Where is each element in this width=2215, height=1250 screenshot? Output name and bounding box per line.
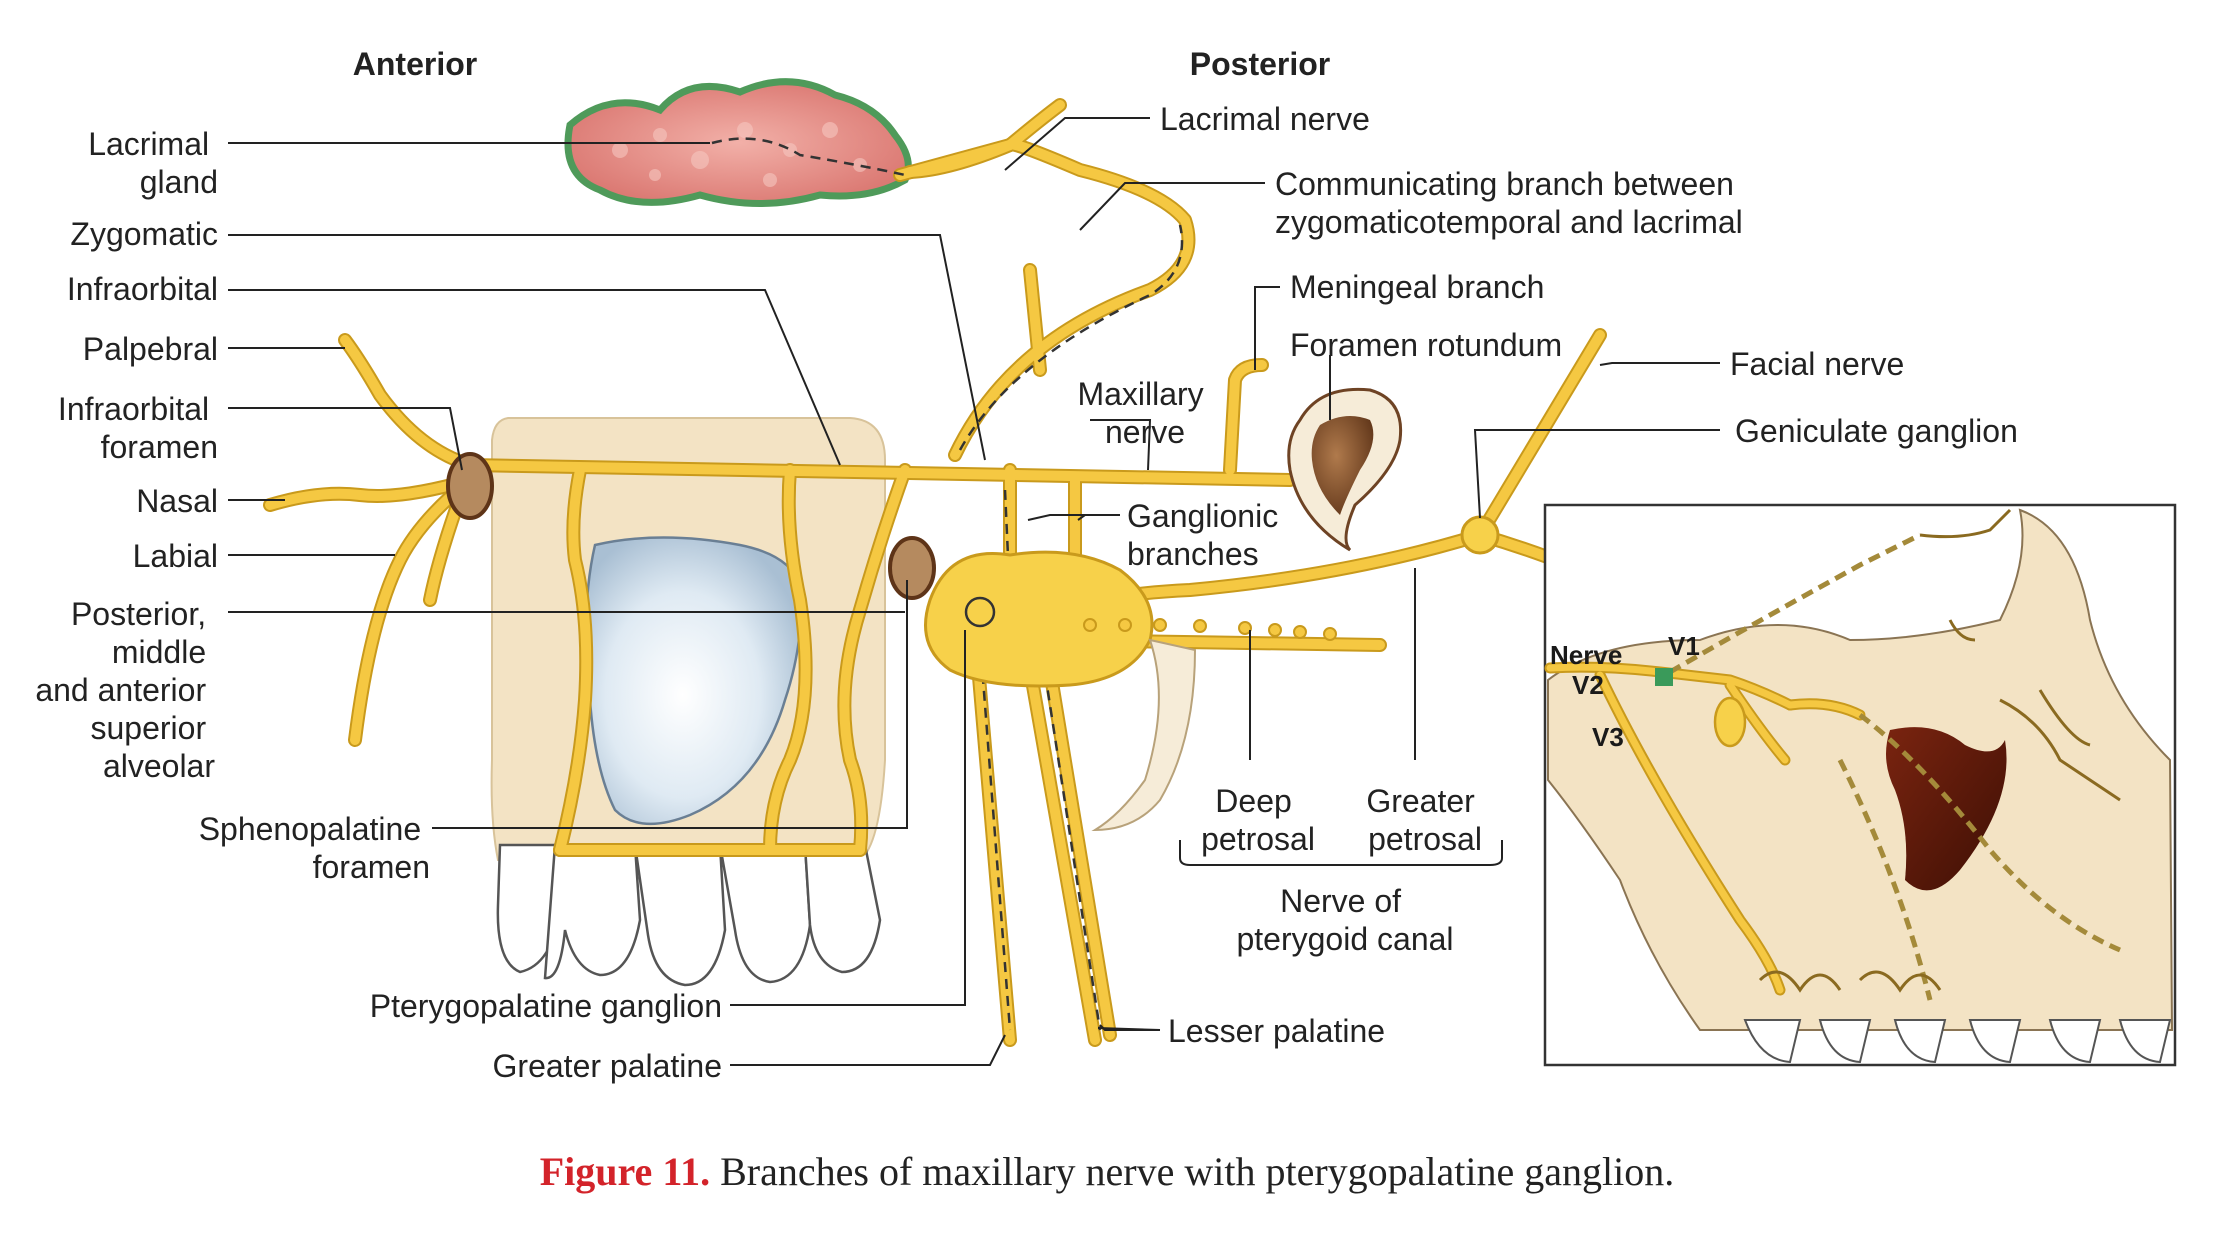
label-infraorbital-foramen: Infraorbital foramen <box>58 391 218 465</box>
caption-text: Branches of maxillary nerve with pterygo… <box>710 1149 1674 1194</box>
sphenopalatine-foramen <box>888 536 936 600</box>
inset-nerve-label: Nerve <box>1550 640 1622 670</box>
pterygopalatine-ganglion-body <box>924 550 1154 688</box>
pterygoid-plate <box>1091 638 1197 832</box>
inset-panel: Nerve V1 V2 V3 <box>1543 503 2177 1067</box>
label-ganglionic-branches: Ganglionic branches <box>1127 498 1287 572</box>
label-greater-petrosal: Greater petrosal <box>1366 783 1483 857</box>
leader-lines <box>228 117 1720 1066</box>
label-greater-palatine: Greater palatine <box>493 1048 722 1084</box>
inset-ganglion <box>1713 696 1747 748</box>
label-facial-nerve: Facial nerve <box>1730 346 1904 382</box>
label-nasal: Nasal <box>136 483 218 519</box>
label-labial: Labial <box>133 538 218 574</box>
inset-v1-label: V1 <box>1668 631 1700 661</box>
label-maxillary-nerve: Maxillary nerve <box>1077 376 1212 450</box>
inset-ganglion-marker <box>1655 668 1673 686</box>
label-nerve-of-pterygoid-canal: Nerve of pterygoid canal <box>1236 883 1453 957</box>
label-communicating-branch: Communicating branch between zygomaticot… <box>1275 166 1743 240</box>
figure-caption: Figure 11. Branches of maxillary nerve w… <box>540 1149 1675 1194</box>
label-zygomatic: Zygomatic <box>70 216 218 252</box>
label-geniculate-ganglion: Geniculate ganglion <box>1735 413 2018 449</box>
label-lacrimal-nerve: Lacrimal nerve <box>1160 101 1370 137</box>
inset-v3-label: V3 <box>1592 722 1624 752</box>
label-lacrimal-gland: Lacrimal gland <box>88 126 218 200</box>
infraorbital-foramen <box>446 452 494 520</box>
label-sphenopalatine-foramen: Sphenopalatine foramen <box>199 811 430 885</box>
label-foramen-rotundum: Foramen rotundum <box>1290 327 1562 363</box>
label-palpebral: Palpebral <box>83 331 218 367</box>
header-anterior: Anterior <box>353 46 477 82</box>
label-superior-alveolar: Posterior, middle and anterior superior … <box>35 596 215 784</box>
inset-v2-label: V2 <box>1572 670 1604 700</box>
label-infraorbital: Infraorbital <box>67 271 218 307</box>
foramen-rotundum-inner <box>1311 416 1374 515</box>
label-pterygopalatine-ganglion: Pterygopalatine ganglion <box>370 988 722 1024</box>
ganglion-node <box>964 596 996 628</box>
label-meningeal-branch: Meningeal branch <box>1290 269 1544 305</box>
header-posterior: Posterior <box>1190 46 1330 82</box>
label-deep-petrosal: Deep petrosal <box>1201 783 1315 857</box>
upper-teeth <box>496 843 882 987</box>
geniculate-ganglion <box>1460 515 1500 555</box>
inset-skull <box>1547 508 2174 1031</box>
deep-petrosal-beads <box>1083 618 1337 641</box>
caption-number: Figure 11. <box>540 1149 710 1194</box>
gland-texture <box>612 122 867 187</box>
label-lesser-palatine: Lesser palatine <box>1168 1013 1385 1049</box>
inset-teeth <box>1743 1019 2172 1064</box>
